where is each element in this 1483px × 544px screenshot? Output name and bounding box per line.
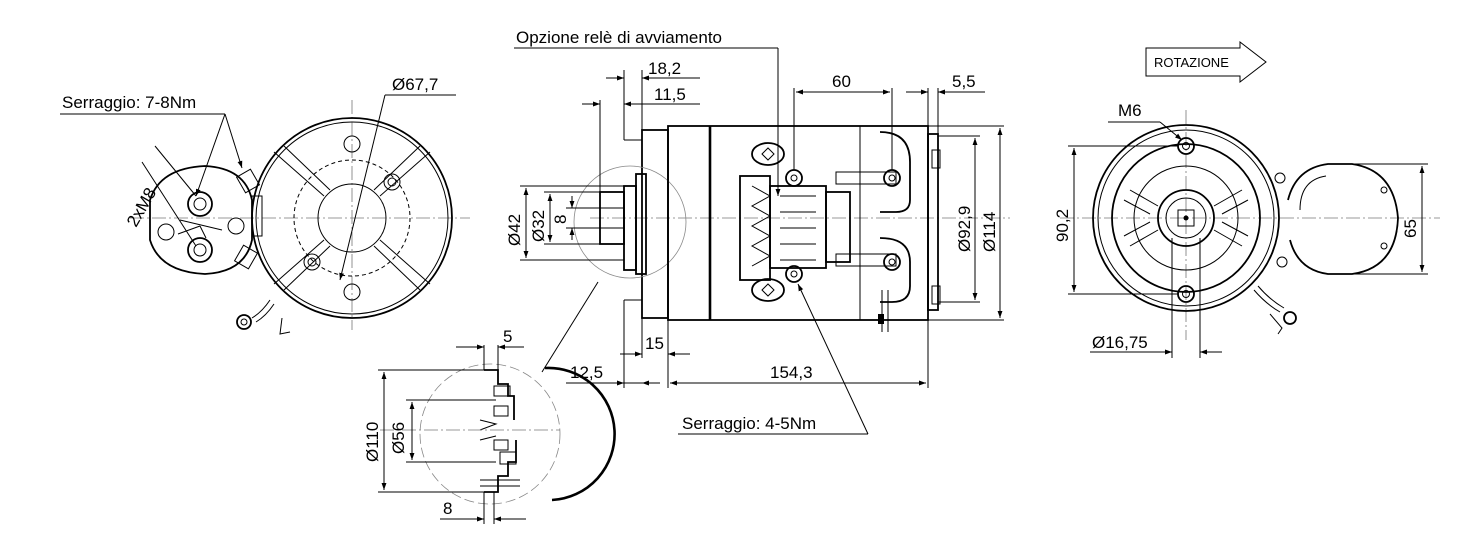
thread-2xm8-label: 2xM8: [123, 184, 160, 230]
dia-67-7-label: Ø67,7: [392, 75, 438, 94]
thread-m6-label: M6: [1118, 101, 1142, 120]
rotazione-label: ROTAZIONE: [1154, 55, 1229, 70]
dia-110-label: Ø110: [363, 422, 382, 462]
dia-32-label: Ø32: [529, 210, 548, 242]
opzione-rele-label: Opzione relè di avviamento: [516, 28, 722, 47]
dim-154-3-label: 154,3: [770, 363, 813, 382]
dim-11-5-label: 11,5: [654, 85, 686, 104]
terminal-studs: [878, 131, 911, 332]
dim-60-label: 60: [832, 72, 851, 91]
dim-15-label: 15: [645, 334, 664, 353]
dia-16-75-label: Ø16,75: [1092, 333, 1148, 352]
dim-12-5-label: 12,5: [570, 363, 603, 382]
dim-90-2-label: 90,2: [1053, 209, 1072, 242]
dia-56-label: Ø56: [389, 422, 408, 454]
dia-92-9-label: Ø92,9: [955, 206, 974, 252]
detail-view: 5 Ø110 Ø56 8: [363, 281, 616, 524]
dim-65-label: 65: [1401, 219, 1420, 238]
serraggio-bottom-label: Serraggio: 4-5Nm: [682, 414, 816, 433]
dim-8-flange-label: 8: [551, 215, 570, 224]
dia-114-label: Ø114: [980, 212, 999, 252]
dim-5-5-label: 5,5: [952, 72, 976, 91]
relay-assembly: [739, 142, 897, 302]
serraggio-top-label: Serraggio: 7-8Nm: [62, 93, 196, 112]
dim-8-detail-label: 8: [443, 499, 452, 518]
dim-5-detail-label: 5: [503, 327, 512, 346]
dim-18-2-label: 18,2: [648, 59, 681, 78]
terminal-block: [149, 165, 263, 275]
side-view: 18,2 11,5 60 5,5 Opzione relè di avviame…: [505, 28, 1010, 435]
left-end-view: Ø67,7 Serraggio: 7-8Nm 2xM8: [60, 75, 470, 335]
dia-42-label: Ø42: [505, 214, 524, 246]
right-end-view: ROTAZIONE M6 90,2 65 Ø16,75: [1053, 40, 1440, 358]
